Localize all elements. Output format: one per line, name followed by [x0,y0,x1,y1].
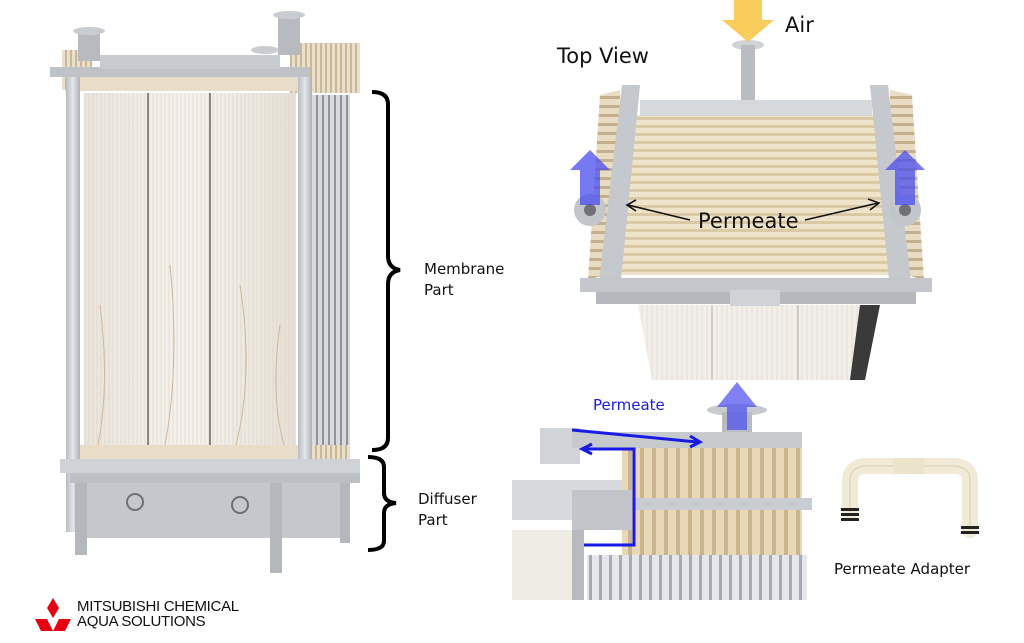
permeate-flow-detail-photo [512,380,812,600]
membrane-part-bracket [370,90,410,452]
air-arrow-icon [722,0,774,42]
module-photo [40,5,370,580]
permeate-arrow-right-icon [885,150,925,205]
permeate-top-label: Permeate [698,209,799,233]
top-view-photo [560,0,950,380]
membrane-part-label: Membrane Part [424,259,504,301]
air-label: Air [785,13,814,37]
diffuser-part-label-line2: Part [418,511,448,529]
logo-line1: MITSUBISHI CHEMICAL [77,598,239,615]
permeate-adapter-photo [830,450,990,550]
top-view-title: Top View [557,44,649,68]
membrane-part-label-line2: Part [424,281,454,299]
diffuser-part-label-line1: Diffuser [418,490,477,508]
membrane-part-label-line1: Membrane [424,260,505,278]
permeate-arrow-up-icon [717,382,757,430]
permeate-arrow-left-icon [570,150,610,205]
three-diamonds-logo-icon [35,598,71,631]
diffuser-part-label: Diffuser Part [418,489,477,531]
diffuser-part-bracket [366,455,406,552]
permeate-adapter-label: Permeate Adapter [834,560,971,578]
logo-line2: AQUA SOLUTIONS [77,613,206,630]
company-logo: MITSUBISHI CHEMICAL AQUA SOLUTIONS [35,598,255,632]
permeate-side-label: Permeate [593,396,665,414]
